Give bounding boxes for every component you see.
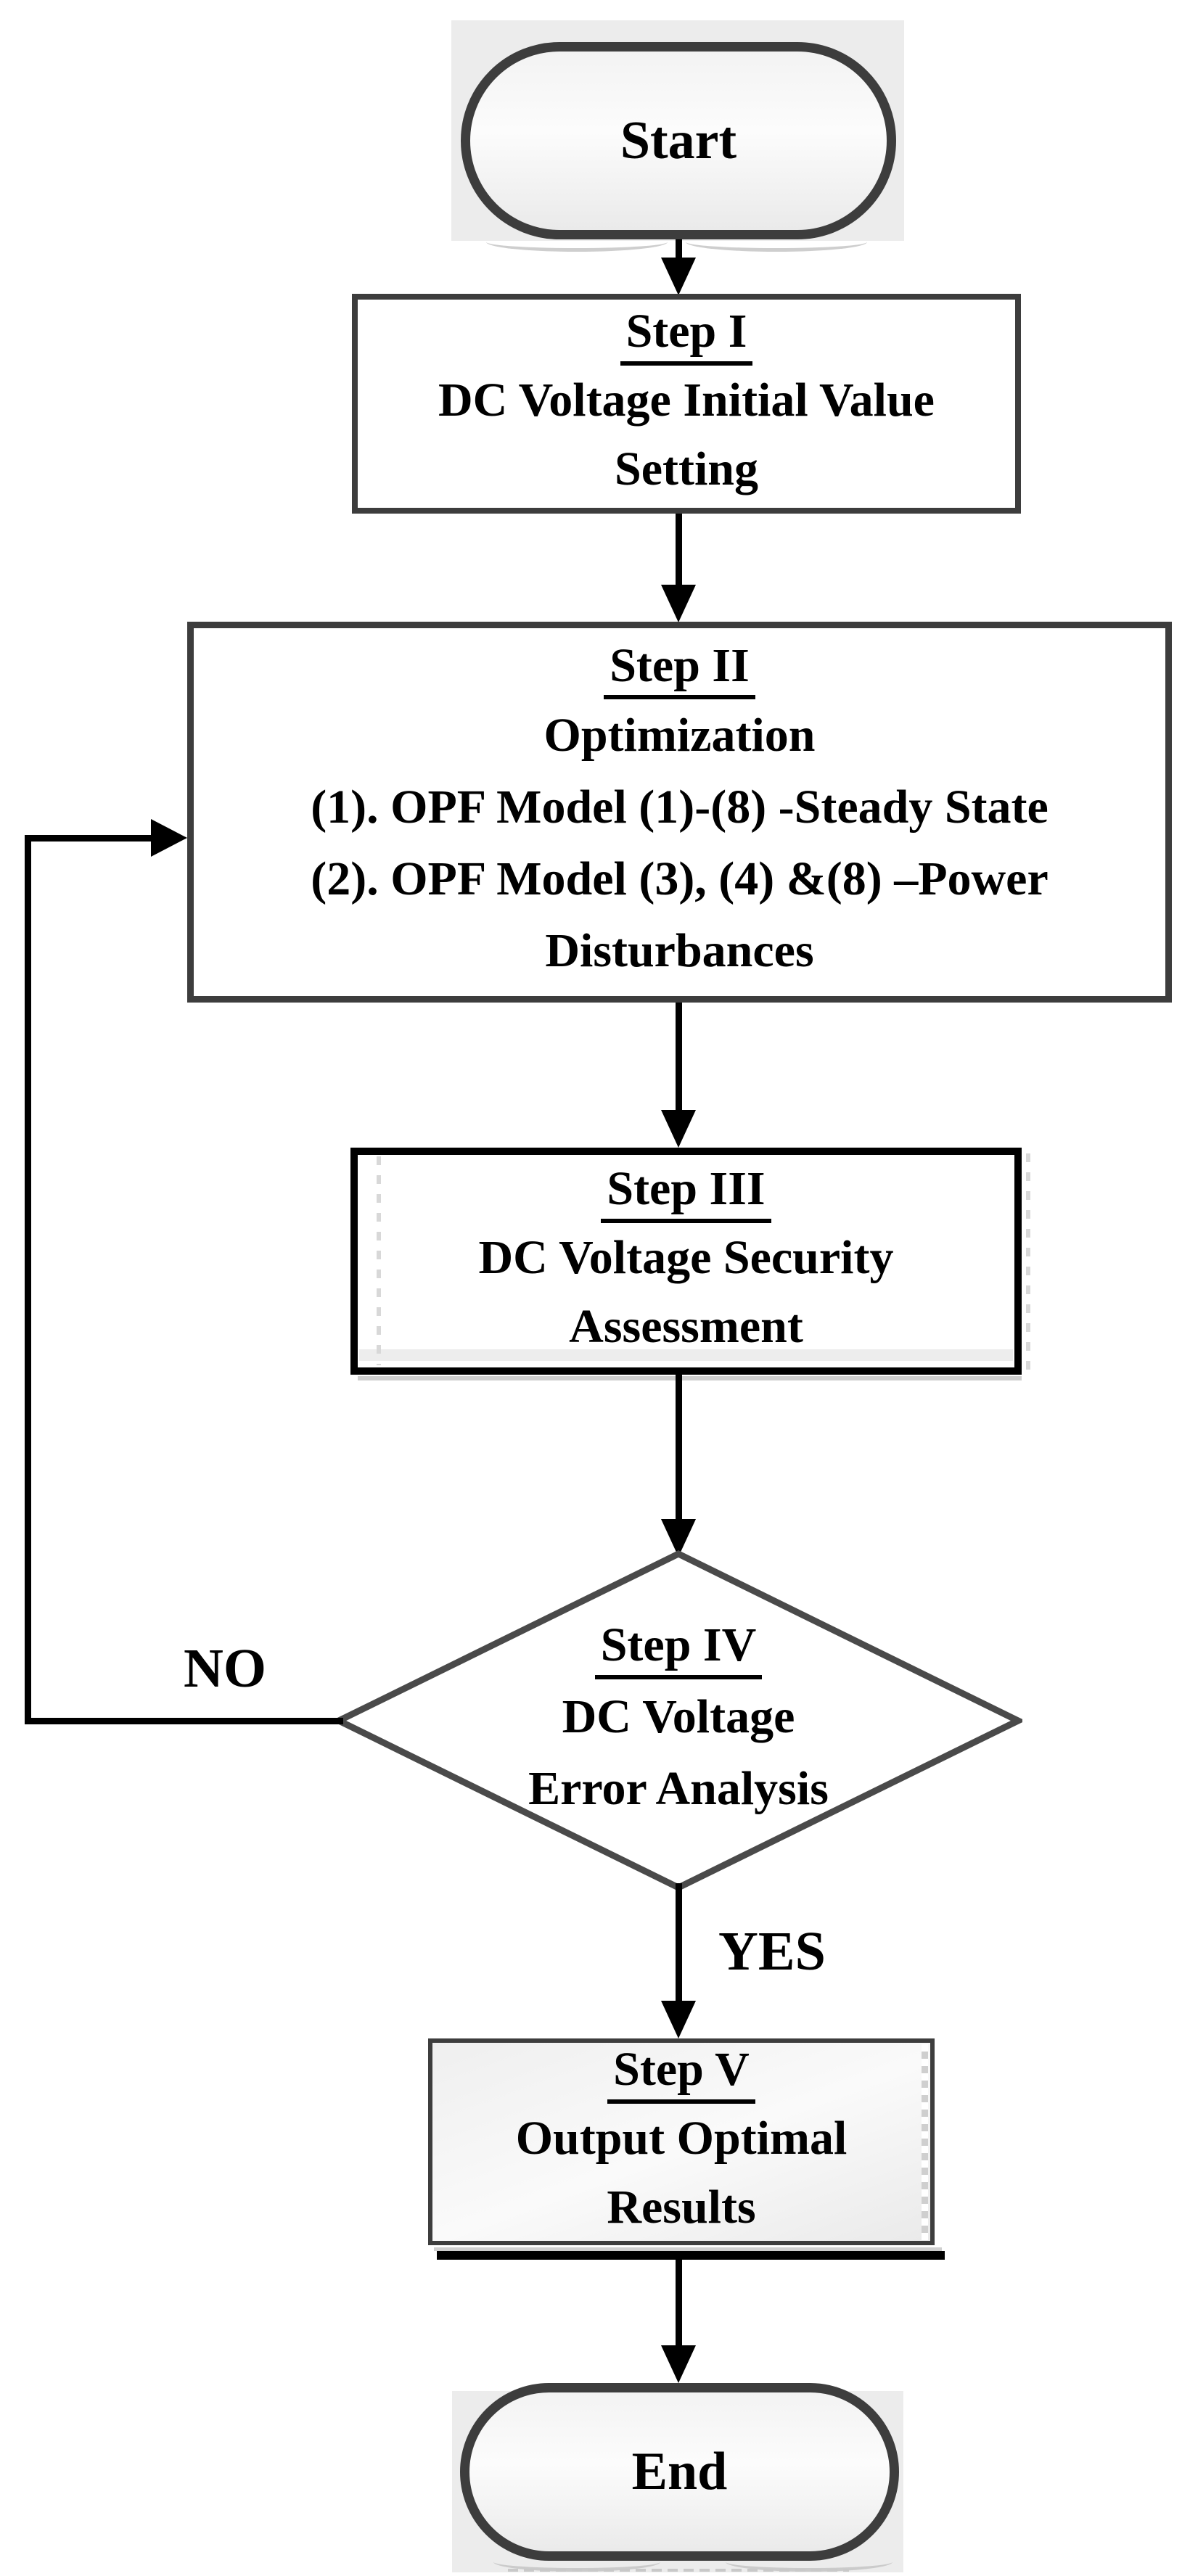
loopback-arrow-head [151,819,187,857]
step2-box: Step II Optimization (1). OPF Model (1)-… [187,622,1172,1003]
loopback-top-segment [25,835,154,841]
step4-heading: Step IV [594,1617,763,1679]
arrow-step3-step4-shaft [676,1375,682,1522]
arrow-step1-step2-shaft [676,514,682,586]
arrow-step2-step3-shaft [676,1003,682,1113]
step3-bottom-band [359,1349,1013,1361]
step3-marquee-right [1026,1153,1030,1371]
step2-line: (1). OPF Model (1)-(8) -Steady State [311,781,1049,834]
step3-marquee-left [377,1156,381,1365]
end-shadow-dashline [508,2569,849,2572]
arrow-start-step1-head [661,258,696,295]
yes-label: YES [718,1921,826,1982]
step5-shadow-black [437,2251,945,2260]
step3-shadow-line [358,1376,1022,1380]
step3-line: Assessment [569,1300,803,1354]
step1-heading: Step I [620,303,753,366]
step1-line: Setting [615,443,758,496]
end-node: End [460,2383,899,2561]
arrow-step4-step5-head [661,2001,696,2038]
step5-box: Step V Output Optimal Results [428,2038,935,2245]
loopback-bottom-segment [25,1718,343,1724]
step3-box: Step III DC Voltage Security Assessment [350,1148,1022,1375]
arrow-step5-end-head [661,2345,696,2383]
loopback-vertical-segment [25,835,31,1724]
start-shadow-arc-right [686,232,867,252]
step4-line: DC Voltage [562,1690,795,1743]
step1-line: DC Voltage Initial Value [438,373,935,427]
step5-line: Results [607,2181,756,2234]
arrow-step1-step2-head [661,585,696,622]
step5-marquee-right [922,2044,928,2240]
step5-heading: Step V [607,2041,755,2104]
no-label: NO [184,1638,266,1699]
step1-box: Step I DC Voltage Initial Value Setting [352,294,1021,514]
step5-line: Output Optimal [515,2111,848,2165]
step3-line: DC Voltage Security [478,1230,894,1284]
step4-line: Error Analysis [528,1762,829,1815]
arrow-step5-end-shaft [676,2260,682,2348]
arrow-step2-step3-head [661,1110,696,1148]
start-label: Start [620,110,737,170]
step2-line: Optimization [543,709,816,762]
arrow-step4-step5-shaft [676,1883,682,2002]
start-node: Start [461,42,896,239]
step3-heading: Step III [601,1161,771,1223]
arrow-start-step1-shaft [676,239,682,260]
end-label: End [631,2442,728,2501]
step5-shadow-gray [434,2247,942,2251]
step2-line: (2). OPF Model (3), (4) &(8) –Power [311,852,1049,906]
start-shadow-arc-left [486,232,668,252]
step2-heading: Step II [604,638,755,700]
step2-line: Disturbances [545,924,814,978]
step4-text: Step IV DC Voltage Error Analysis [497,1609,860,1824]
